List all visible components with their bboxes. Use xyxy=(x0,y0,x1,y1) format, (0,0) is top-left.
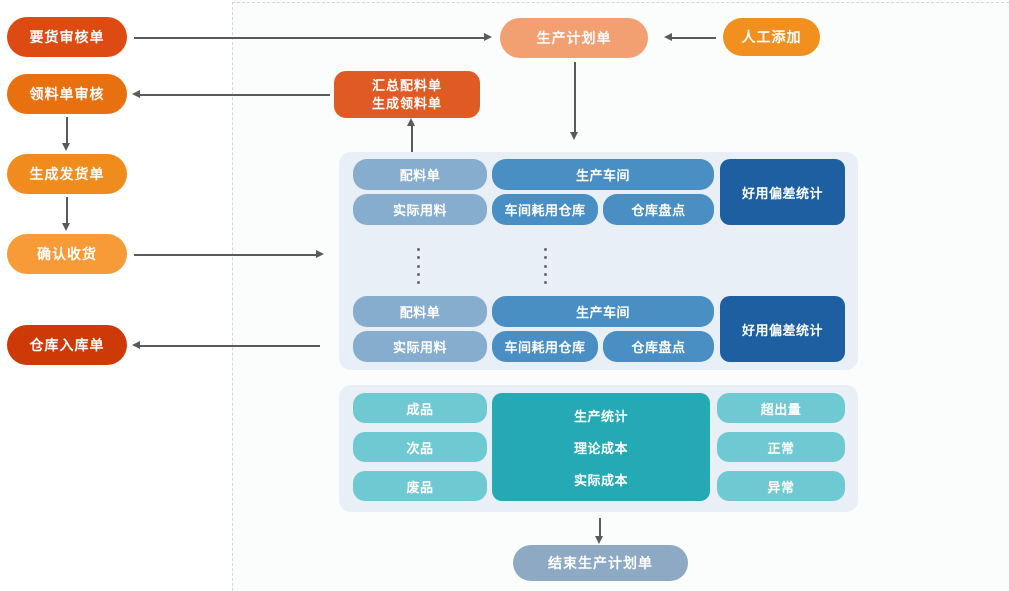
node-jieshu-shengchan-jihua-dan[interactable]: 结束生产计划单 xyxy=(513,545,688,581)
arrowhead-merge-to-liaoliao xyxy=(132,90,140,98)
connector-shouhuo-to-production xyxy=(134,254,318,256)
connector-statistics-to-end xyxy=(599,518,601,538)
ellipsis-dots-left xyxy=(416,248,420,284)
box-yichang[interactable]: 异常 xyxy=(717,471,845,501)
box-haoyong-piancha-tongji-2[interactable]: 好用偏差统计 xyxy=(720,296,845,362)
statistics-group-container: 成品 次品 废品 生产统计 理论成本 实际成本 超出量 正常 异常 xyxy=(339,385,858,512)
production-row-2: 配料单 实际用料 生产车间 车间耗用仓库 仓库盘点 好用偏差统计 xyxy=(339,289,858,376)
production-group-container: 配料单 实际用料 生产车间 车间耗用仓库 仓库盘点 好用偏差统计 配料单 实际用… xyxy=(339,152,858,370)
box-shiji-yongliao-1[interactable]: 实际用料 xyxy=(353,194,487,225)
box-peiliao-dan-2[interactable]: 配料单 xyxy=(353,296,487,327)
box-shengchan-chejian-2[interactable]: 生产车间 xyxy=(492,296,714,327)
arrowhead-statistics-to-end xyxy=(595,536,603,544)
connector-shenhe-to-fahuo xyxy=(66,117,68,145)
stat-line-shiji-chengben: 实际成本 xyxy=(573,472,628,488)
merge-line-1: 汇总配料单 xyxy=(371,77,442,93)
node-yaohuo-shenhe-dan[interactable]: 要货审核单 xyxy=(7,17,127,57)
node-queren-shouhuo[interactable]: 确认收货 xyxy=(7,234,127,274)
box-chejian-haoyong-cangku-2[interactable]: 车间耗用仓库 xyxy=(492,331,598,362)
box-chejian-haoyong-cangku-1[interactable]: 车间耗用仓库 xyxy=(492,194,598,225)
node-liaoliao-dan-shenhe[interactable]: 领料单审核 xyxy=(7,74,127,114)
box-cangku-pandian-1[interactable]: 仓库盘点 xyxy=(603,194,714,225)
node-huizong-peiliao-dan[interactable]: 汇总配料单 生成领料单 xyxy=(334,71,480,118)
arrowhead-shouhuo-to-production xyxy=(316,250,324,258)
connector-plan-to-production xyxy=(574,62,576,134)
stat-line-shengchan-tongji: 生产统计 xyxy=(573,408,628,424)
box-chaochuliang[interactable]: 超出量 xyxy=(717,393,845,423)
connector-manual-to-plan xyxy=(669,37,716,39)
box-shengchan-tongji[interactable]: 生产统计 理论成本 实际成本 xyxy=(492,393,710,501)
box-peiliao-dan-1[interactable]: 配料单 xyxy=(353,159,487,190)
arrowhead-production-to-merge xyxy=(407,118,415,126)
box-feipin[interactable]: 废品 xyxy=(353,471,487,501)
connector-yaohuo-to-plan xyxy=(134,37,485,39)
arrowhead-plan-to-production xyxy=(570,132,578,140)
node-cangku-ruku-dan[interactable]: 仓库入库单 xyxy=(7,325,127,365)
box-cangku-pandian-2[interactable]: 仓库盘点 xyxy=(603,331,714,362)
box-zhengchang[interactable]: 正常 xyxy=(717,432,845,462)
box-haoyong-piancha-tongji-1[interactable]: 好用偏差统计 xyxy=(720,159,845,225)
production-row-1: 配料单 实际用料 生产车间 车间耗用仓库 仓库盘点 好用偏差统计 xyxy=(339,152,858,239)
arrowhead-manual-to-plan xyxy=(664,33,672,41)
merge-line-2: 生成领料单 xyxy=(371,95,442,111)
box-shengchan-chejian-1[interactable]: 生产车间 xyxy=(492,159,714,190)
stat-line-lilun-chengben: 理论成本 xyxy=(573,440,628,456)
arrowhead-production-to-ruku xyxy=(132,341,140,349)
ellipsis-dots-center xyxy=(543,248,547,284)
arrowhead-yaohuo-to-plan xyxy=(484,33,492,41)
node-rengong-tianjia[interactable]: 人工添加 xyxy=(723,18,820,56)
box-shiji-yongliao-2[interactable]: 实际用料 xyxy=(353,331,487,362)
node-shengcheng-fahuo-dan[interactable]: 生成发货单 xyxy=(7,154,127,194)
arrowhead-shenhe-to-fahuo xyxy=(62,143,70,151)
connector-fahuo-to-shouhuo xyxy=(66,197,68,225)
connector-merge-to-liaoliao xyxy=(140,94,330,96)
arrowhead-fahuo-to-shouhuo xyxy=(62,223,70,231)
connector-production-to-ruku xyxy=(140,345,320,347)
node-shengchan-jihua-dan[interactable]: 生产计划单 xyxy=(500,18,648,58)
box-chengpin[interactable]: 成品 xyxy=(353,393,487,423)
box-cipin[interactable]: 次品 xyxy=(353,432,487,462)
connector-production-to-merge xyxy=(411,124,413,152)
